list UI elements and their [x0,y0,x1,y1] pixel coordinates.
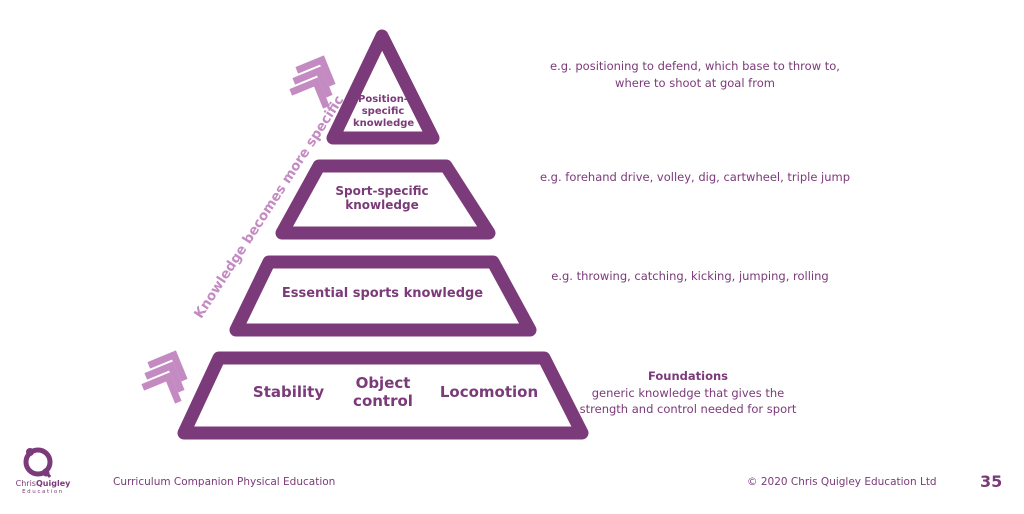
logo-name-bold: Quigley [35,479,71,488]
pyramid-level-essential [229,255,537,337]
foundations-description: Foundations generic knowledge that gives… [570,368,806,418]
logo-name-plain: Chris [15,479,36,488]
pyramid-level-foundations [177,351,589,440]
essential-label: Essential sports knowledge [281,286,484,301]
foundations-example: generic knowledge that gives the strengt… [579,385,797,417]
position-example: e.g. positioning to defend, which base t… [550,59,840,90]
chevrons-upper-icon [289,55,336,109]
sport-label: Sport-specific knowledge [335,184,429,213]
page-number: 35 [980,472,1003,491]
foundation-item-object-control: Object control [353,374,413,410]
pyramid-level-position [326,29,440,145]
foundation-item-stability: Stability [252,383,325,401]
chevrons-lower-icon [141,350,188,404]
footer-title: Curriculum Companion Physical Education [113,476,336,488]
essential-example: e.g. throwing, catching, kicking, jumpin… [551,269,829,283]
logo-icon [23,447,53,478]
foundation-item-locomotion: Locomotion [439,383,539,401]
pyramid-level-sport [275,159,496,240]
footer-copyright: © 2020 Chris Quigley Education Ltd [747,476,937,488]
logo-subtitle: Education [22,488,64,495]
sport-example: e.g. forehand drive, volley, dig, cartwh… [539,170,851,184]
foundations-heading: Foundations [647,369,729,383]
logo-text: ChrisQuigley Education [14,479,72,495]
position-label: Position-specific knowledge [353,94,415,129]
